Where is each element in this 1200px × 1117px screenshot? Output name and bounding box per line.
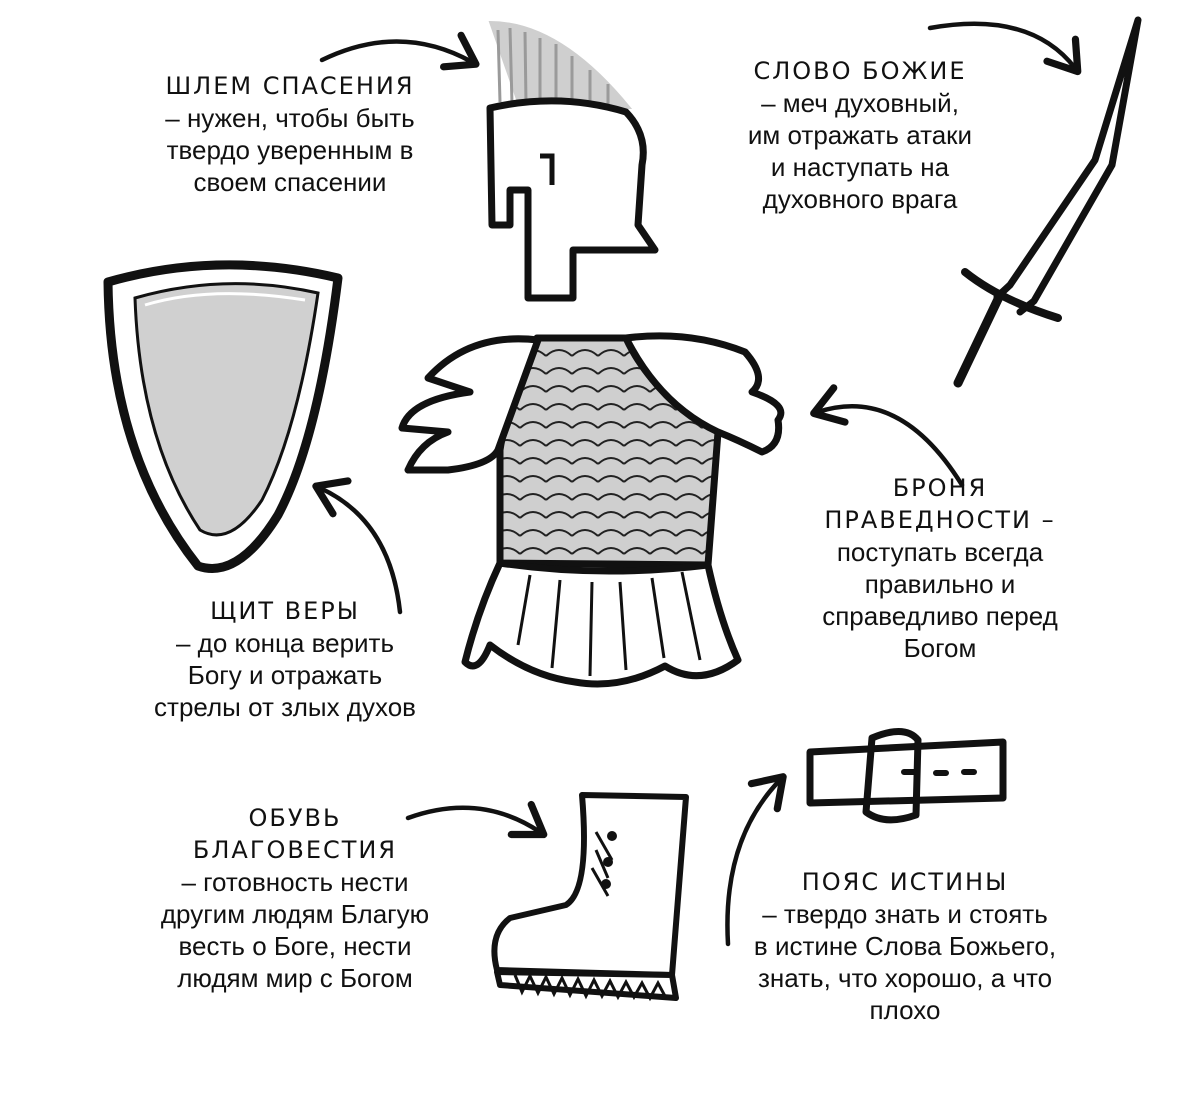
belt-description: – твердо знать и стоять в истине Слова Б… <box>753 899 1057 1025</box>
sword-description: – меч духовный, им отражать атаки и наст… <box>747 88 973 214</box>
shoes-title: ОБУВЬ БЛАГОВЕСТИЯ <box>192 804 398 864</box>
shield-label: ЩИТ ВЕРЫ – до конца верить Богу и отража… <box>110 595 460 723</box>
helmet-label: ШЛЕМ СПАСЕНИЯ – нужен, чтобы быть твердо… <box>120 70 460 198</box>
helmet-description: – нужен, чтобы быть твердо уверенным в с… <box>165 103 415 197</box>
shoes-description: – готовность нести другим людям Благую в… <box>160 867 430 993</box>
boot-icon <box>491 792 689 1002</box>
arrow-to-breastplate <box>810 384 965 488</box>
belt-buckle <box>862 728 922 824</box>
breastplate-icon <box>398 332 785 688</box>
shield-description: – до конца верить Богу и отражать стрелы… <box>154 628 416 722</box>
arrow-to-shield <box>312 477 403 615</box>
helmet-body <box>486 97 659 302</box>
belt-label: ПОЯС ИСТИНЫ – твердо знать и стоять в ис… <box>730 866 1080 1026</box>
arrow-to-boot <box>405 800 548 839</box>
sword-icon <box>953 16 1142 388</box>
shield-icon <box>103 260 343 573</box>
belt-icon <box>806 728 1007 824</box>
breastplate-label: БРОНЯ ПРАВЕДНОСТИ – поступать всегда пра… <box>770 472 1110 664</box>
arrow-to-belt <box>725 773 787 947</box>
belt-title: ПОЯС ИСТИНЫ <box>801 868 1009 896</box>
right-pauldron <box>622 332 785 456</box>
left-pauldron <box>398 335 542 474</box>
shield-title: ЩИТ ВЕРЫ <box>210 597 360 625</box>
helmet-icon <box>486 20 659 302</box>
shield-inner <box>133 282 320 537</box>
skirt <box>461 559 742 688</box>
sword-label: СЛОВО БОЖИЕ – меч духовный, им отражать … <box>700 55 1020 215</box>
shoes-label: ОБУВЬ БЛАГОВЕСТИЯ – готовность нести дру… <box>125 802 465 994</box>
breastplate-title: БРОНЯ ПРАВЕДНОСТИ – <box>824 474 1056 534</box>
sword-title: СЛОВО БОЖИЕ <box>753 57 967 85</box>
arrow-to-sword <box>927 21 1082 76</box>
breastplate-description: поступать всегда правильно и справедливо… <box>822 537 1058 663</box>
arrow-to-helmet <box>319 31 480 71</box>
boot-body <box>491 792 689 978</box>
helmet-title: ШЛЕМ СПАСЕНИЯ <box>165 72 415 100</box>
arrows <box>312 21 1082 947</box>
